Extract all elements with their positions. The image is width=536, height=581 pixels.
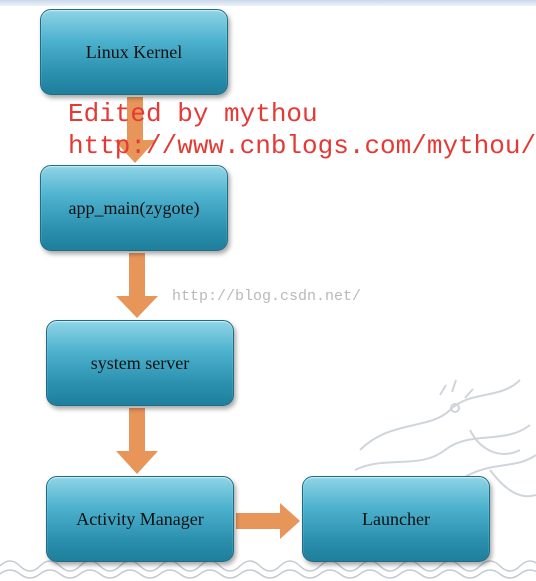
arrow-activity-to-launcher — [236, 503, 300, 539]
node-label: app_main(zygote) — [68, 197, 200, 218]
node-linux-kernel: Linux Kernel — [40, 9, 228, 95]
watermark-url: http://www.cnblogs.com/mythou/ — [68, 131, 536, 161]
node-launcher: Launcher — [302, 476, 490, 562]
watermark-csdn: http://blog.csdn.net/ — [172, 288, 362, 305]
arrow-system-to-activity — [116, 408, 158, 474]
node-app-main-zygote: app_main(zygote) — [40, 165, 228, 251]
arrow-kernel-to-appmain — [114, 97, 156, 163]
node-label: system server — [90, 352, 190, 373]
node-system-server: system server — [46, 320, 234, 406]
node-label: Activity Manager — [76, 508, 204, 529]
node-activity-manager: Activity Manager — [46, 476, 234, 562]
node-label: Linux Kernel — [85, 41, 183, 62]
top-bar — [0, 0, 536, 6]
flow-arrows — [114, 97, 300, 539]
arrow-appmain-to-system — [116, 253, 158, 318]
node-label: Launcher — [362, 508, 430, 529]
watermark-edited-by: Edited by mythou — [68, 99, 318, 129]
wave-pattern-icon — [0, 560, 536, 579]
